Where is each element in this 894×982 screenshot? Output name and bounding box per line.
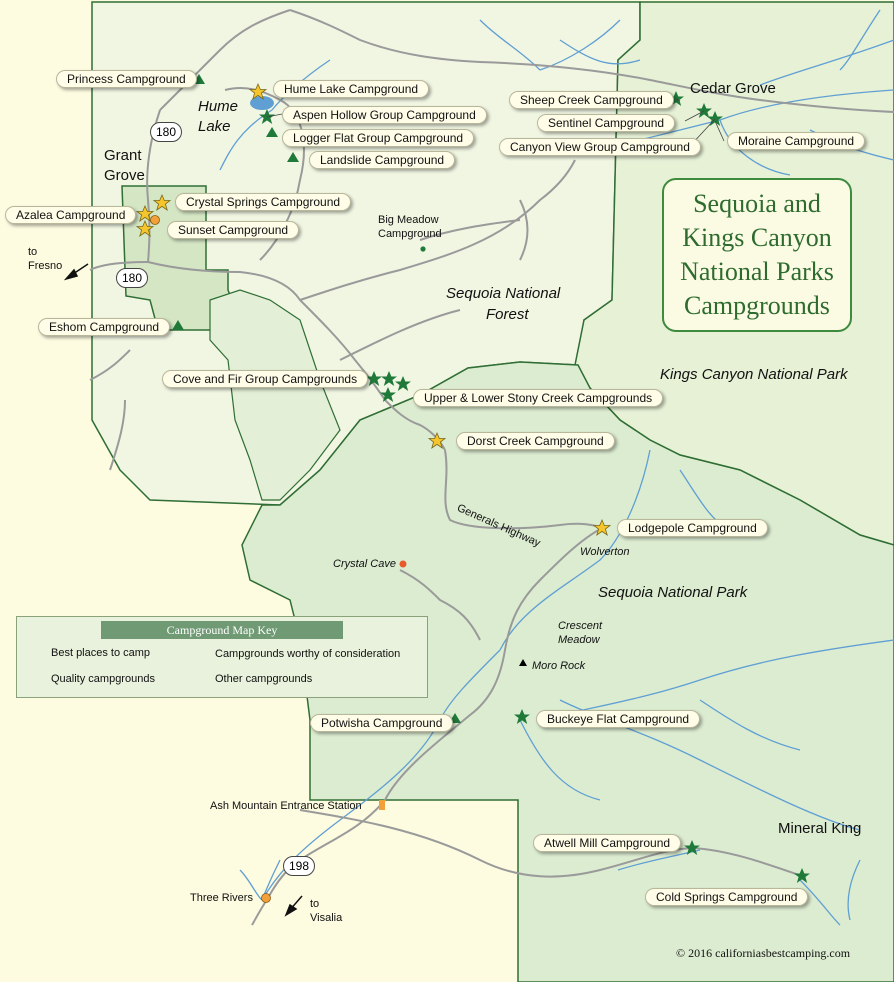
dot-icon [399, 560, 407, 568]
sequoia-forest-label-2: Forest [486, 306, 529, 323]
cedar-grove-label: Cedar Grove [690, 80, 776, 97]
campground-label-sheep-creek[interactable]: Sheep Creek Campground [509, 91, 674, 109]
highway-180-shield: 180 [150, 122, 182, 142]
moro-rock-label: Moro Rock [532, 660, 586, 672]
entrance-marker-icon [379, 800, 385, 810]
legend-title: Campground Map Key [101, 621, 343, 639]
kings-canyon-label: Kings Canyon National Park [660, 366, 848, 383]
roads [89, 9, 894, 926]
triangle-icon [287, 152, 299, 162]
campground-label-cove-and-fir[interactable]: Cove and Fir Group Campgrounds [162, 370, 369, 388]
grant-grove-label-2: Grove [104, 167, 145, 184]
star-best-icon [428, 432, 446, 449]
highway-198-shield: 198 [283, 856, 315, 876]
campground-label-lodgepole[interactable]: Lodgepole Campground [617, 519, 768, 537]
legend-best-label: Best places to camp [51, 647, 151, 659]
star-quality-icon [794, 868, 810, 883]
arrow-icon [284, 895, 303, 917]
sequoia-park-label: Sequoia National Park [598, 584, 748, 601]
campground-label-princess[interactable]: Princess Campground [56, 70, 197, 88]
dot-icon [420, 246, 426, 252]
star-quality-icon [514, 709, 530, 724]
highway-180-shield: 180 [116, 268, 148, 288]
mineral-king-label: Mineral King [778, 820, 862, 837]
redwood-section [209, 289, 341, 501]
map-legend: Campground Map Key Best places to camp Q… [16, 616, 428, 698]
star-best-icon [136, 220, 154, 237]
legend-quality-label: Quality campgrounds [51, 673, 155, 685]
big-meadow-label-1: Big Meadow [378, 214, 439, 226]
rivers [219, 9, 894, 926]
triangle-icon [266, 127, 278, 137]
star-best-icon [593, 519, 611, 536]
title-line-3: National Parks [680, 257, 834, 286]
title-line-4: Campgrounds [684, 291, 830, 320]
sequoia-forest-label-1: Sequoia National [446, 285, 561, 302]
big-meadow-label-2: Campground [378, 228, 442, 240]
crystal-cave-label: Crystal Cave [333, 558, 396, 570]
star-best-icon [153, 194, 171, 211]
star-quality-icon [696, 103, 712, 118]
legend-worthy-label: Campgrounds worthy of consideration [215, 648, 401, 660]
to-visalia-label-2: Visalia [310, 912, 343, 924]
hume-lake-label-1: Hume [198, 98, 239, 115]
map-title-box: Sequoia and Kings Canyon National Parks … [662, 178, 852, 332]
crescent-meadow-label-2: Meadow [558, 634, 600, 646]
ash-mountain-label: Ash Mountain Entrance Station [210, 800, 362, 812]
campground-label-stony-creek[interactable]: Upper & Lower Stony Creek Campgrounds [413, 389, 664, 407]
dot-icon [150, 215, 160, 225]
campground-label-logger-flat[interactable]: Logger Flat Group Campground [282, 129, 475, 147]
campground-label-sunset[interactable]: Sunset Campground [167, 221, 300, 239]
campground-label-moraine[interactable]: Moraine Campground [727, 132, 866, 150]
title-line-1: Sequoia and [693, 189, 821, 218]
star-quality-icon [707, 111, 723, 126]
peak-icon [519, 659, 527, 666]
crescent-meadow-label-1: Crescent [558, 620, 603, 632]
arrow-icon [63, 263, 89, 281]
campground-label-crystal-springs[interactable]: Crystal Springs Campground [175, 193, 352, 211]
grant-grove-label-1: Grant [104, 147, 142, 164]
campground-label-eshom[interactable]: Eshom Campground [38, 318, 171, 336]
hume-lake-label-2: Lake [198, 118, 231, 135]
copyright-text: © 2016 californiasbestcamping.com [676, 946, 851, 960]
campground-label-canyon-view[interactable]: Canyon View Group Campground [499, 138, 701, 156]
to-visalia-label-1: to [310, 898, 320, 910]
to-fresno-label-1: to [28, 246, 38, 258]
campground-label-sentinel[interactable]: Sentinel Campground [537, 114, 676, 132]
campground-label-azalea[interactable]: Azalea Campground [5, 206, 137, 224]
three-rivers-label: Three Rivers [190, 892, 253, 904]
triangle-icon [172, 320, 184, 330]
to-fresno-label-2: Fresno [28, 260, 63, 272]
title-line-2: Kings Canyon [682, 223, 832, 252]
campground-label-potwisha[interactable]: Potwisha Campground [310, 714, 454, 732]
star-quality-icon [381, 371, 397, 386]
star-quality-icon [259, 109, 275, 124]
campground-label-cold-springs[interactable]: Cold Springs Campground [645, 888, 809, 906]
star-best-icon [249, 83, 267, 100]
star-quality-icon [366, 371, 382, 386]
campground-label-landslide[interactable]: Landslide Campground [309, 151, 456, 169]
star-quality-icon [380, 387, 396, 402]
campground-label-buckeye-flat[interactable]: Buckeye Flat Campground [536, 710, 701, 728]
campground-label-dorst-creek[interactable]: Dorst Creek Campground [456, 432, 615, 450]
campground-label-atwell-mill[interactable]: Atwell Mill Campground [533, 834, 682, 852]
campground-label-hume-lake[interactable]: Hume Lake Campground [273, 80, 430, 98]
campground-label-aspen-hollow[interactable]: Aspen Hollow Group Campground [282, 106, 487, 124]
dot-icon [261, 893, 271, 903]
star-quality-icon [395, 376, 411, 391]
legend-other-label: Other campgrounds [215, 673, 313, 685]
wolverton-label: Wolverton [580, 546, 630, 558]
lake-icon [250, 96, 274, 110]
star-quality-icon [684, 840, 700, 855]
